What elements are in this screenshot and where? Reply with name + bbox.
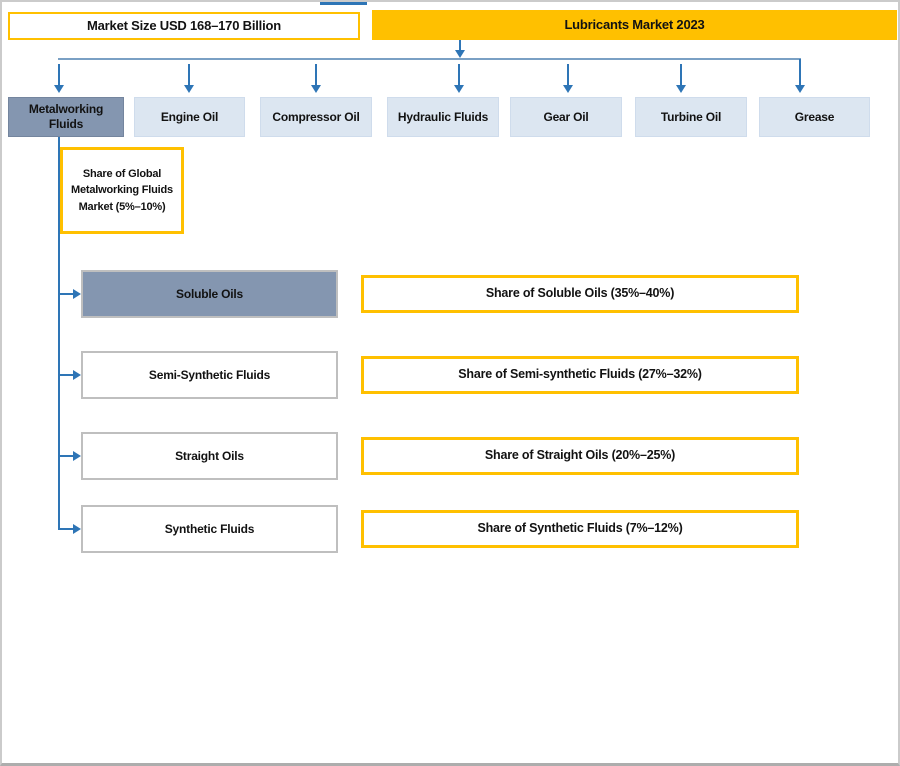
subtype-label: Straight Oils [175,448,244,463]
share-label: Share of Straight Oils (20%–25%) [484,448,676,463]
subtype-label: Semi-Synthetic Fluids [148,367,271,382]
category-label: Metalworking Fluids [28,102,104,131]
connector-arrow-metalworking [54,64,64,93]
category-box-turbine-oil: Turbine Oil [635,97,747,137]
market-size-box: Market Size USD 168–170 Billion [8,12,360,40]
connector-arrow-semi-synthetic [58,370,81,380]
connector-distribution-line [58,58,801,60]
share-box-synthetic-fluids: Share of Synthetic Fluids (7%–12%) [361,510,799,548]
connector-arrow-synthetic-fluids [58,524,81,534]
share-label: Share of Soluble Oils (35%–40%) [485,286,675,301]
subtype-label: Soluble Oils [176,286,243,301]
share-label: Share of Semi-synthetic Fluids (27%–32%) [458,367,702,382]
market-title-label: Lubricants Market 2023 [564,16,705,32]
category-box-engine-oil: Engine Oil [134,97,245,137]
category-label: Gear Oil [543,109,589,124]
connector-arrow-engine-oil [184,64,194,93]
connector-arrow-hydraulic-fluids [454,64,464,93]
subtype-box-semi-synthetic-fluids: Semi-Synthetic Fluids [81,351,338,399]
market-size-label: Market Size USD 168–170 Billion [87,17,281,33]
global-share-label: Share of Global Metalworking Fluids Mark… [71,167,173,213]
connector-arrow-compressor-oil [311,64,321,93]
subtype-box-synthetic-fluids: Synthetic Fluids [81,505,338,553]
category-box-hydraulic-fluids: Hydraulic Fluids [387,97,499,137]
subtype-box-straight-oils: Straight Oils [81,432,338,480]
category-label: Compressor Oil [272,109,360,124]
connector-arrow-soluble-oils [58,289,81,299]
share-box-soluble-oils: Share of Soluble Oils (35%–40%) [361,275,799,313]
subtype-box-soluble-oils: Soluble Oils [81,270,338,318]
category-box-grease: Grease [759,97,870,137]
subtype-label: Synthetic Fluids [164,521,255,536]
category-label: Grease [794,109,835,124]
connector-arrow-grease [795,59,805,93]
market-title-box: Lubricants Market 2023 [372,10,897,40]
category-label: Turbine Oil [660,109,722,124]
share-box-straight-oils: Share of Straight Oils (20%–25%) [361,437,799,475]
category-box-gear-oil: Gear Oil [510,97,622,137]
connector-arrow-gear-oil [563,64,573,93]
connector-tree-line [58,137,60,529]
category-label: Hydraulic Fluids [397,109,489,124]
share-label: Share of Synthetic Fluids (7%–12%) [477,521,683,536]
connector-arrow-turbine-oil [676,64,686,93]
share-box-semi-synthetic-fluids: Share of Semi-synthetic Fluids (27%–32%) [361,356,799,394]
global-share-box: Share of Global Metalworking Fluids Mark… [60,147,184,234]
connector-arrow-straight-oils [58,451,81,461]
top-accent-bar [320,2,367,5]
connector-arrow-title-to-line [455,40,465,58]
category-box-metalworking-fluids: Metalworking Fluids [8,97,124,137]
category-box-compressor-oil: Compressor Oil [260,97,372,137]
category-label: Engine Oil [160,109,219,124]
